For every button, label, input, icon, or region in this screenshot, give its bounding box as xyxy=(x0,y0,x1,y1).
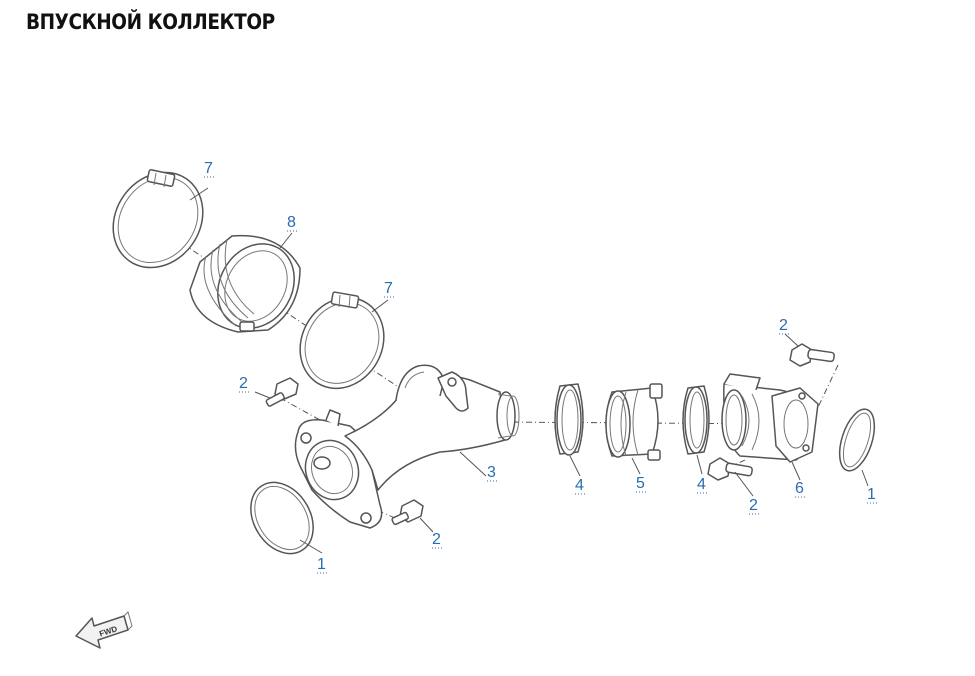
callout-number: 1 xyxy=(317,556,326,573)
callout-number: 2 xyxy=(432,531,441,548)
spacer-ring-left[interactable] xyxy=(554,383,584,456)
callout-number: 8 xyxy=(287,214,296,231)
callout-number: 5 xyxy=(636,475,645,492)
leader-lines xyxy=(189,187,869,554)
callout-1-right: 1 xyxy=(867,486,877,504)
callout-number: 2 xyxy=(239,375,248,392)
hose-clamp-lower[interactable] xyxy=(284,282,400,403)
gasket-right[interactable] xyxy=(833,405,881,475)
intake-manifold-body[interactable] xyxy=(294,364,520,529)
callout-3: 3 xyxy=(487,464,497,482)
coupling-adapter[interactable] xyxy=(605,383,663,461)
throttle-body[interactable] xyxy=(721,373,819,463)
callout-4-right: 4 xyxy=(697,476,707,494)
callout-number: 7 xyxy=(384,280,393,297)
callout-number: 6 xyxy=(795,480,804,497)
callout-8: 8 xyxy=(287,214,297,232)
callout-number: 3 xyxy=(487,464,496,481)
callout-2-lower-right: 2 xyxy=(749,497,759,515)
callout-4-left: 4 xyxy=(575,477,585,495)
callout-2-left: 2 xyxy=(239,375,249,393)
callout-2-flange: 2 xyxy=(432,531,442,549)
callout-7-middle: 7 xyxy=(384,280,394,298)
page-title: ВПУСКНОЙ КОЛЛЕКТОР xyxy=(26,10,275,34)
gasket-left[interactable] xyxy=(238,471,326,565)
callout-1-left: 1 xyxy=(317,556,327,574)
bolt-lower-flange[interactable] xyxy=(391,499,424,526)
fwd-arrow-icon: FWD xyxy=(75,611,133,649)
callout-number: 1 xyxy=(867,486,876,503)
hose-clamp-upper[interactable] xyxy=(95,155,221,285)
callout-5: 5 xyxy=(636,475,646,493)
callout-number: 2 xyxy=(749,497,758,514)
callout-number: 7 xyxy=(204,160,213,177)
callout-7-upper: 7 xyxy=(204,160,214,178)
callout-number: 4 xyxy=(575,477,584,494)
bolt-lower-right[interactable] xyxy=(707,457,753,481)
bolt-upper-left[interactable] xyxy=(265,377,299,407)
callout-6: 6 xyxy=(795,480,805,498)
bolt-upper-right[interactable] xyxy=(789,343,835,367)
callout-2-upper-right: 2 xyxy=(779,317,789,335)
intake-hose-sleeve[interactable] xyxy=(189,230,309,342)
spacer-ring-right[interactable] xyxy=(682,385,710,455)
callout-number: 2 xyxy=(779,317,788,334)
callout-number: 4 xyxy=(697,476,706,493)
